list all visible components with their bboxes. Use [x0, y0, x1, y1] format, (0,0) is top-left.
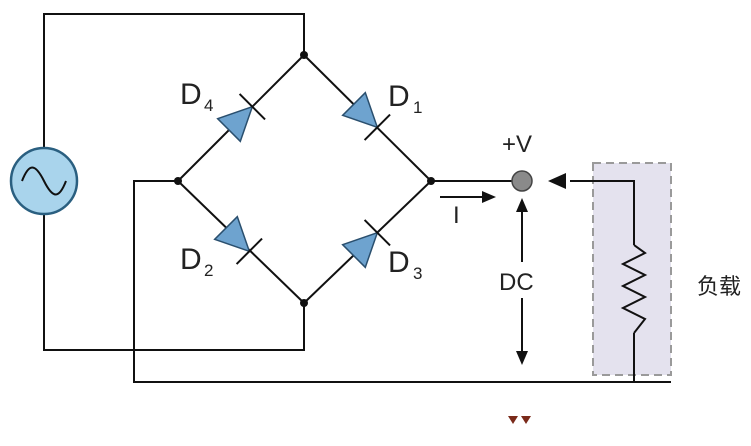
load-arrow-head-icon: [548, 173, 566, 189]
sine-wave-icon: [21, 166, 67, 196]
junction-bottom: [300, 299, 308, 307]
label-plus-v: +V: [502, 131, 532, 158]
bottom-marks: [508, 416, 531, 424]
label-d4: D: [180, 78, 202, 111]
wire-top: [43, 13, 305, 148]
label-d3-sub: 3: [413, 264, 422, 283]
wires: [43, 13, 671, 383]
junction-top: [300, 51, 308, 59]
diode-d2: [213, 215, 263, 265]
label-d4-sub: 4: [204, 96, 213, 115]
diode-d4: [216, 93, 266, 143]
label-d2-sub: 2: [204, 261, 213, 280]
dc-arrow-down-icon: [516, 351, 528, 365]
label-dc: DC: [499, 269, 534, 296]
wire-bottom: [43, 215, 305, 351]
wire-return: [133, 180, 671, 383]
output-terminal: [511, 170, 533, 192]
diode-d1: [341, 91, 391, 141]
diode-d3: [341, 219, 391, 269]
junction-right: [427, 177, 435, 185]
resistor-zigzag: [620, 244, 648, 334]
junctions: [174, 51, 435, 307]
label-current: I: [453, 202, 460, 229]
junction-left: [174, 177, 182, 185]
wire-load-top: [570, 180, 635, 245]
dc-arrow-up-icon: [516, 198, 528, 212]
current-arrow-head-icon: [482, 191, 496, 203]
label-d1: D: [388, 80, 410, 113]
label-d2: D: [180, 243, 202, 276]
label-d1-sub: 1: [413, 98, 422, 117]
label-load: 负载: [697, 275, 741, 300]
label-d3: D: [388, 246, 410, 279]
